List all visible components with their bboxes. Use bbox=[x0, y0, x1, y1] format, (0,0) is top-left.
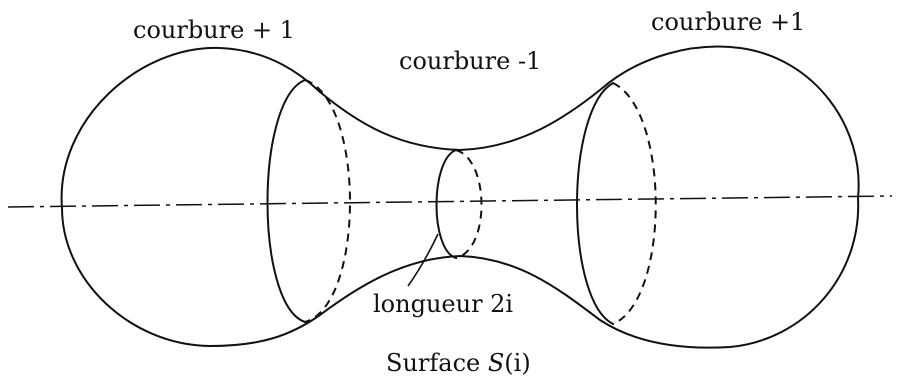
surface-outline-top bbox=[60, 45, 860, 209]
right-section-back bbox=[612, 82, 657, 325]
label-length: longueur 2i bbox=[373, 290, 513, 318]
caption-prefix: Surface bbox=[386, 349, 488, 377]
caption-symbol: S bbox=[488, 349, 504, 377]
axis-of-revolution bbox=[7, 195, 893, 208]
left-section-front bbox=[266, 79, 306, 323]
label-right-curvature: courbure +1 bbox=[651, 8, 805, 36]
length-pointer bbox=[407, 233, 439, 287]
caption: Surface S(i) bbox=[386, 349, 531, 377]
neck-section-back bbox=[455, 149, 483, 259]
neck-section-front bbox=[435, 149, 457, 259]
label-left-curvature: courbure + 1 bbox=[133, 16, 295, 44]
label-middle-curvature: courbure -1 bbox=[399, 47, 541, 75]
right-section-front bbox=[576, 82, 614, 325]
left-section-back bbox=[304, 79, 351, 323]
caption-arg: (i) bbox=[504, 349, 530, 377]
surface-outline-bottom bbox=[61, 197, 860, 349]
